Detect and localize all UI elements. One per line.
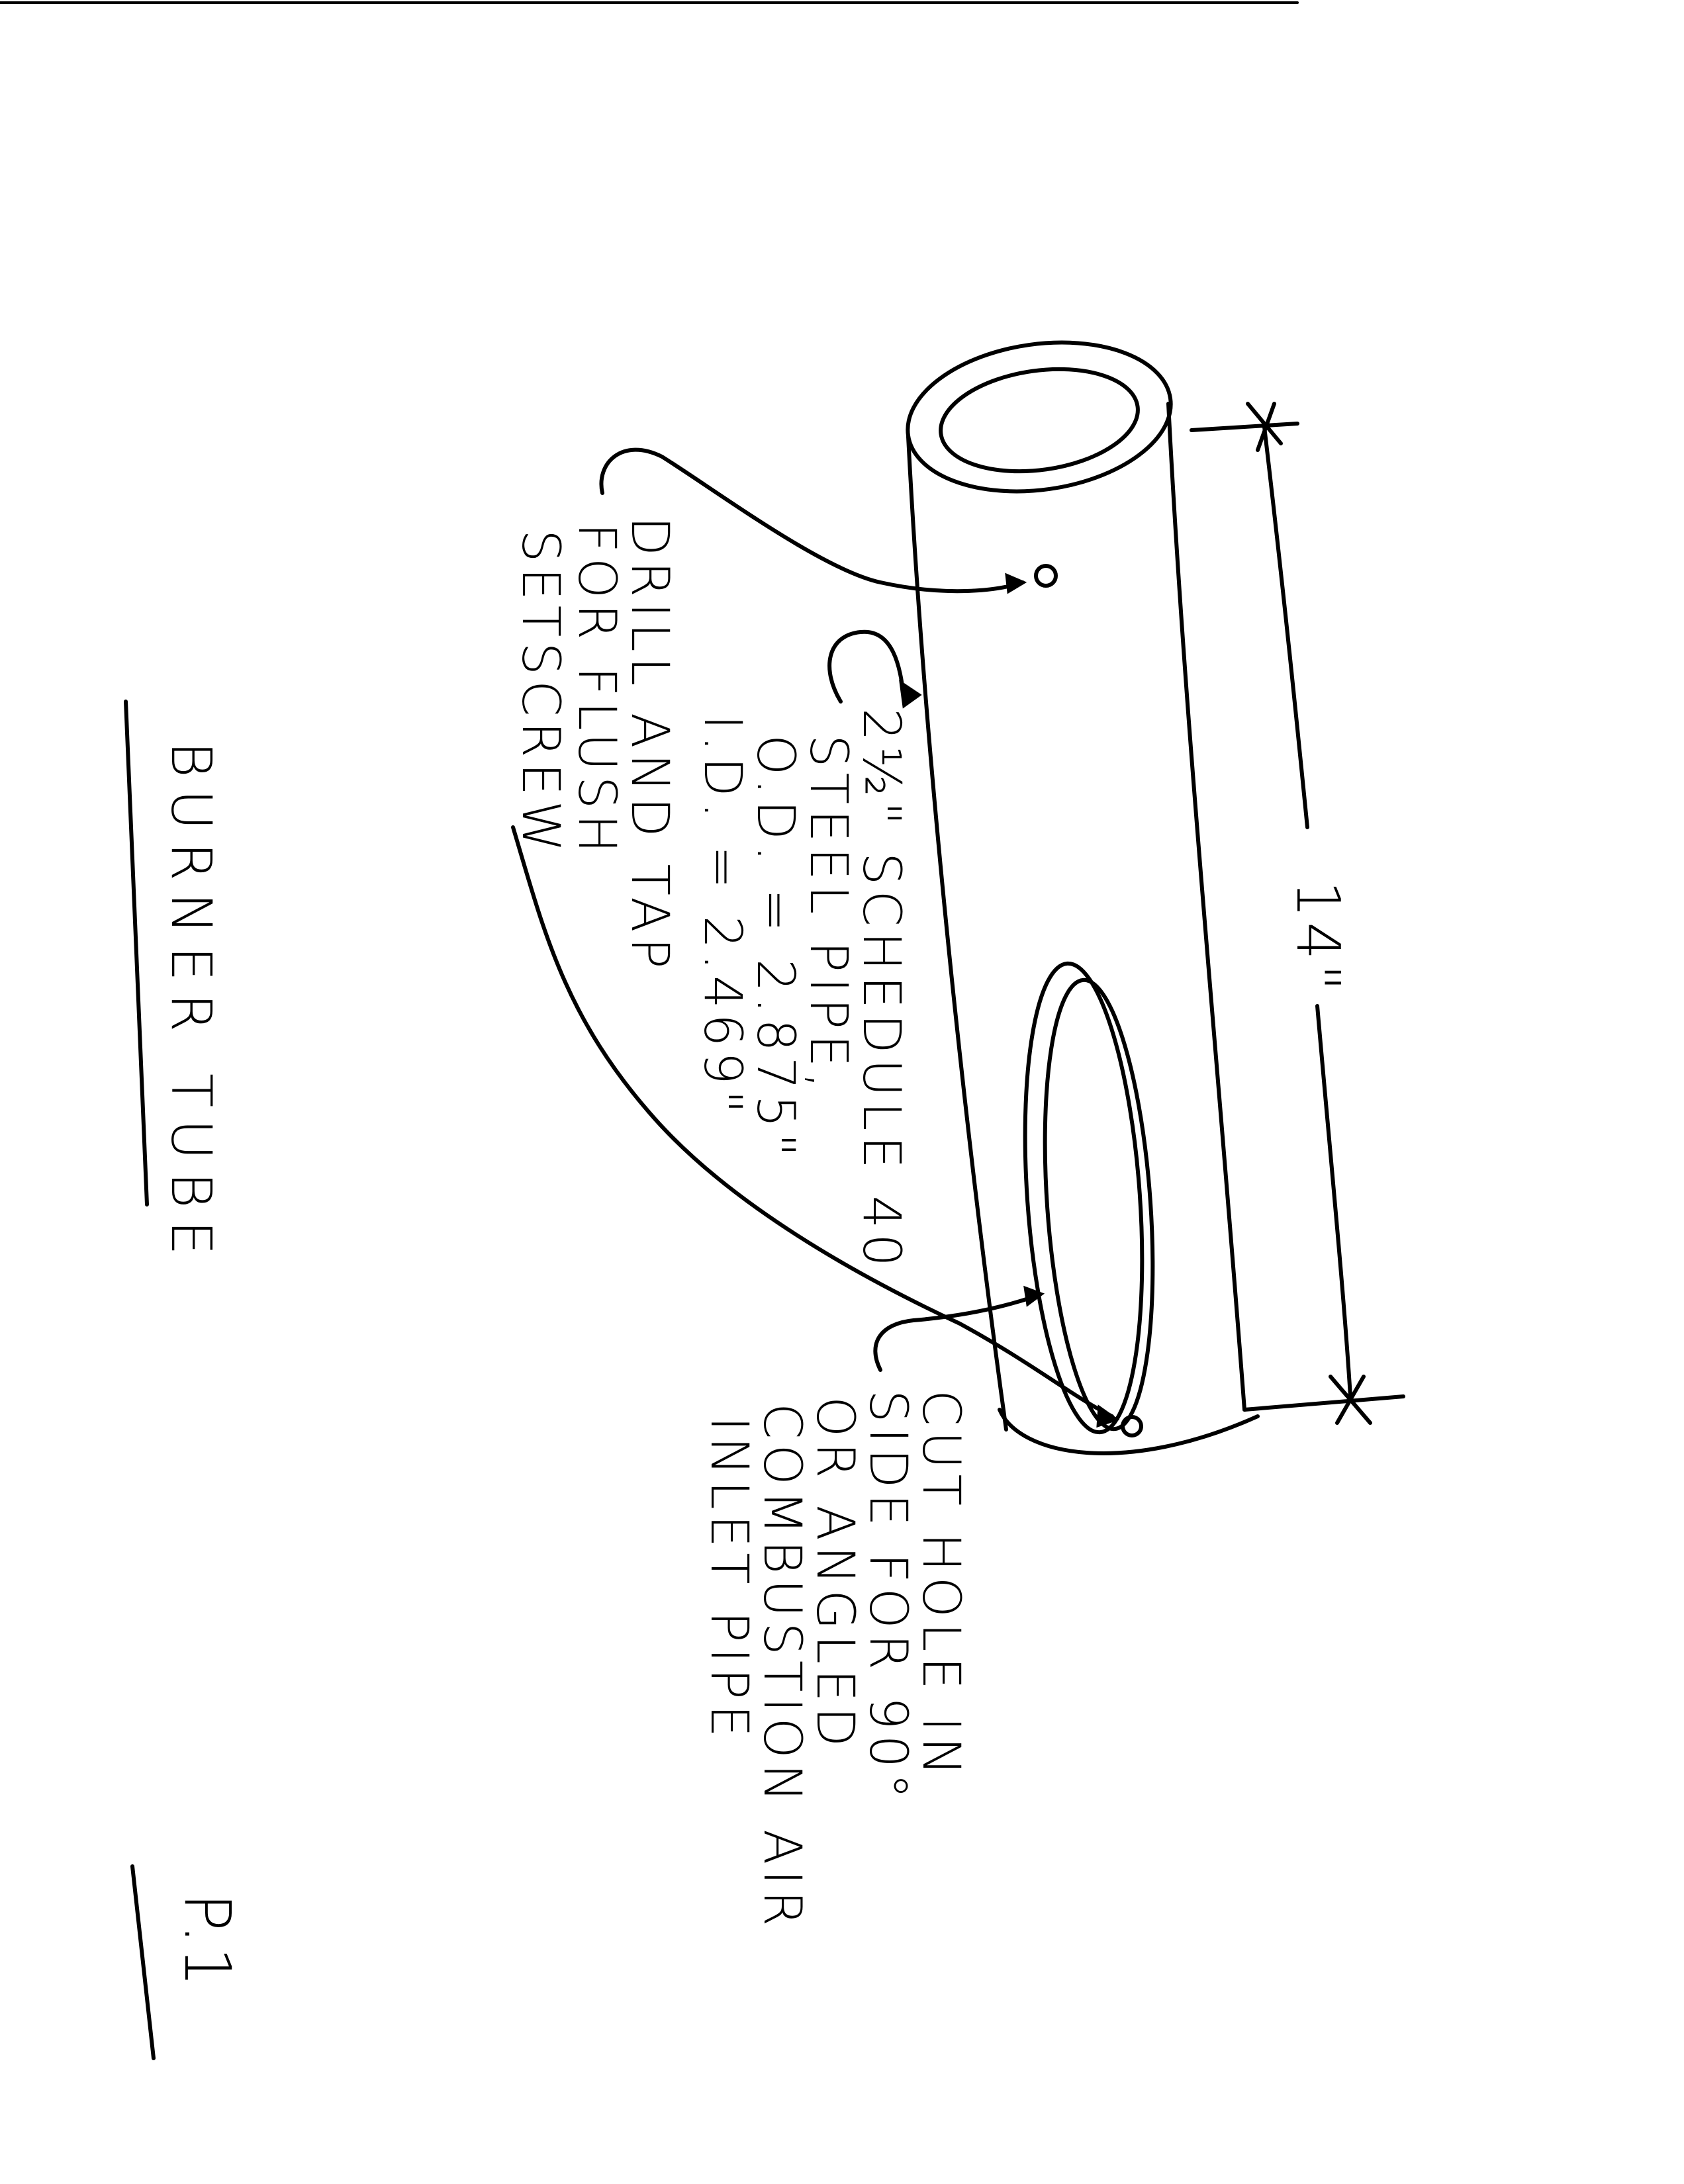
leader-arrow-setscrew-bottom	[1096, 1404, 1120, 1428]
pipe-end-bore	[939, 367, 1140, 474]
pipe-spec-line-4: I.D. = 2.469"	[692, 715, 752, 1119]
leader-side-hole	[873, 1295, 1035, 1372]
title-underline	[124, 700, 149, 1206]
side-hole-line-4: COMBUSTION AIR	[752, 1403, 812, 1932]
setscrew-hole-bottom	[1121, 1415, 1143, 1437]
leader-setscrew-bottom	[511, 825, 1114, 1418]
dimension-tick-bottom	[1329, 1375, 1372, 1425]
leader-setscrew-top	[599, 447, 1025, 594]
leader-arrow-setscrew-top	[1005, 572, 1027, 594]
pipe-bottom-end	[998, 1408, 1260, 1455]
leader-pipe-spec	[827, 629, 906, 704]
page-number-block: P.1	[130, 1864, 244, 2060]
side-hole-line-3: OR ANGLED	[805, 1396, 865, 1752]
side-hole-line-1: CUT HOLE IN	[911, 1390, 970, 1781]
dimension-line-upper	[1262, 425, 1309, 829]
setscrew-line-2: FOR FLUSH	[567, 523, 626, 858]
pipe-spec-line-2: STEEL PIPE,	[798, 735, 858, 1094]
dimension-extension-top	[1190, 422, 1299, 432]
side-hole-outer	[1023, 961, 1145, 1435]
setscrew-line-1: DRILL AND TAP	[620, 516, 679, 974]
pipe-spec-line-3: O.D. = 2.875"	[745, 735, 805, 1162]
leader-lines	[511, 447, 1120, 1428]
setscrew-hole-top	[1034, 564, 1058, 588]
leader-arrow-side-hole	[1023, 1285, 1045, 1307]
leader-arrow-pipe-spec	[899, 679, 922, 709]
dimension-extension-bottom	[1242, 1394, 1405, 1412]
side-hole-line-2: SIDE FOR 90°	[858, 1390, 917, 1804]
title-block: BURNER TUBE	[124, 700, 224, 1267]
pipe-right-wall	[1166, 402, 1246, 1412]
dimension-length-label: 14"	[1283, 880, 1352, 995]
steel-pipe	[906, 340, 1260, 1455]
side-hole-note: CUT HOLE IN SIDE FOR 90° OR ANGLED COMBU…	[699, 1390, 970, 1932]
setscrew-line-3: SETSCREW	[510, 529, 570, 857]
pipe-spec-note: 2½" SCHEDULE 40 STEEL PIPE, O.D. = 2.875…	[692, 708, 911, 1272]
setscrew-note: DRILL AND TAP FOR FLUSH SETSCREW	[510, 516, 679, 974]
page-number: P.1	[170, 1893, 244, 1990]
pipe-left-wall	[906, 435, 1008, 1432]
dimension-line-lower	[1315, 1004, 1352, 1398]
side-hole-line-5: INLET PIPE	[699, 1416, 759, 1743]
length-dimension: 14"	[1190, 402, 1405, 1425]
drawing-title: BURNER TUBE	[159, 741, 224, 1267]
pipe-spec-line-1: 2½" SCHEDULE 40	[851, 708, 911, 1272]
side-hole-inner	[1043, 978, 1155, 1432]
page-number-underline	[130, 1864, 156, 2060]
